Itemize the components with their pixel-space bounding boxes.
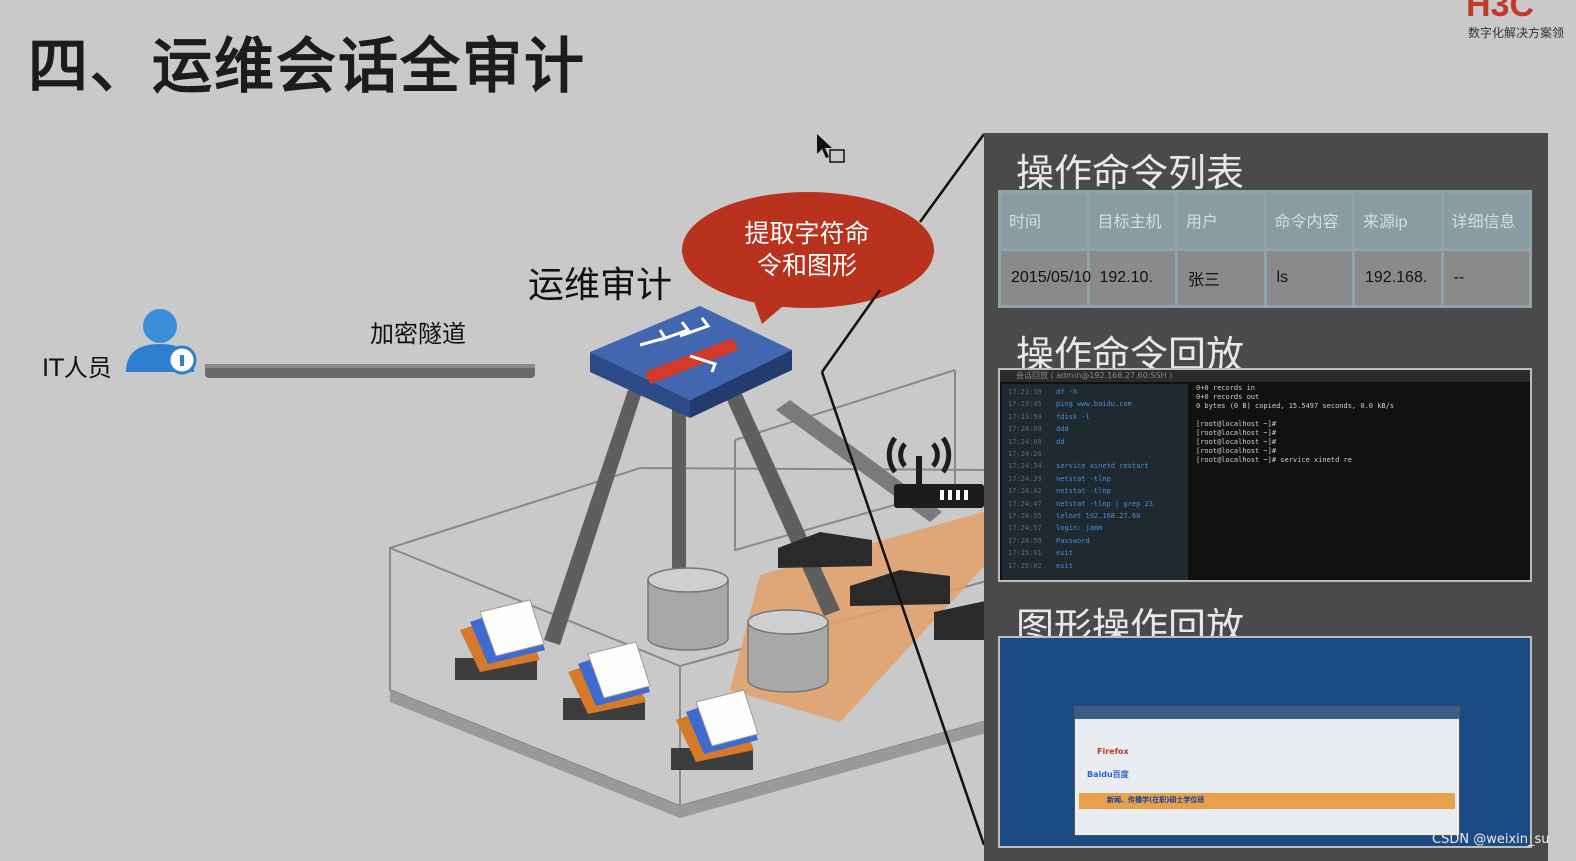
bubble-text: 提取字符命 令和图形 [700, 218, 914, 282]
command-list-table: 时间 目标主机 用户 命令内容 来源ip 详细信息 2015/05/10 192… [998, 190, 1532, 308]
history-time: 17:24:34 [1008, 462, 1056, 470]
history-time: 17:24:55 [1008, 512, 1056, 520]
history-command: df -h [1056, 388, 1077, 396]
history-time: 17:25:01 [1008, 549, 1056, 557]
cell-target-host: 192.10. [1090, 251, 1176, 306]
firefox-logo: Firefox [1097, 747, 1129, 756]
wireless-router-icon [889, 438, 984, 508]
history-time: 17:24:39 [1008, 475, 1056, 483]
cell-user: 张三 [1178, 251, 1264, 306]
table-row[interactable]: 2015/05/10 192.10. 张三 ls 192.168. -- [1001, 251, 1529, 306]
history-command: service xinetd restart [1056, 462, 1149, 470]
history-command: netstat -tlnp [1056, 475, 1111, 483]
terminal-output: 0+0 records in 0+0 records out 0 bytes (… [1196, 384, 1526, 580]
browser-titlebar [1075, 707, 1459, 719]
history-command: ddd [1056, 425, 1069, 433]
col-header-command: 命令内容 [1267, 193, 1353, 248]
col-header-source-ip: 来源ip [1355, 193, 1441, 248]
bubble-text-line2: 令和图形 [700, 250, 914, 282]
cell-source-ip: 192.168. [1355, 251, 1441, 306]
history-command: dd [1056, 438, 1064, 446]
cell-details: -- [1444, 251, 1530, 306]
terminal-playback-window: 会话回放 ( admin@192.168.27.60:SSH ) 17:23:3… [998, 368, 1532, 582]
history-command: netstat -tlnp | grep 23 [1056, 500, 1153, 508]
network-diagram [0, 0, 1000, 861]
table-header-row: 时间 目标主机 用户 命令内容 来源ip 详细信息 [1001, 193, 1529, 248]
history-time: 17:23:45 [1008, 400, 1056, 408]
history-time: 17:25:02 [1008, 562, 1056, 570]
terminal-title: 会话回放 ( admin@192.168.27.60:SSH ) [1000, 370, 1530, 382]
col-header-user: 用户 [1178, 193, 1264, 248]
history-time: 17:24:57 [1008, 524, 1056, 532]
history-command: fdisk -l [1056, 413, 1090, 421]
history-time: 17:23:59 [1008, 413, 1056, 421]
bubble-text-line1: 提取字符命 [700, 218, 914, 250]
encrypted-tunnel-label: 加密隧道 [370, 314, 466, 349]
ops-audit-label: 运维审计 [528, 256, 672, 308]
history-time: 17:24:09 [1008, 438, 1056, 446]
list-item[interactable]: 17:24:26 [1008, 450, 1186, 462]
it-person-label: IT人员 [42, 348, 112, 383]
csdn-watermark: CSDN @weixin_su [1432, 832, 1550, 847]
history-command: login: jamm [1056, 524, 1102, 532]
history-time: 17:24:26 [1008, 450, 1056, 458]
history-command: exit [1056, 549, 1073, 557]
history-time: 17:24:47 [1008, 500, 1056, 508]
history-command: exit [1056, 562, 1073, 570]
col-header-details: 详细信息 [1444, 193, 1530, 248]
history-command: ping www.baidu.com [1056, 400, 1132, 408]
brand-tagline: 数字化解决方案领 [1468, 24, 1564, 41]
mouse-cursor-icon [817, 134, 844, 162]
it-person-icon [126, 309, 195, 373]
history-time: 17:24:09 [1008, 425, 1056, 433]
history-time: 17:23:39 [1008, 388, 1056, 396]
history-command: netstat -tlnp [1056, 487, 1111, 495]
cell-command: ls [1267, 251, 1353, 306]
history-time: 17:24:42 [1008, 487, 1056, 495]
history-time: 17:24:59 [1008, 537, 1056, 545]
history-command: telnet 192.168.27.60 [1056, 512, 1140, 520]
ad-banner-text: 新闻、传播学(在职)硕士学位班 [1107, 795, 1204, 805]
col-header-target-host: 目标主机 [1090, 193, 1176, 248]
browser-screenshot: Firefox Baidu百度 新闻、传播学(在职)硕士学位班 [1074, 706, 1460, 836]
history-command: Password [1056, 537, 1090, 545]
command-list-heading: 操作命令列表 [1016, 142, 1244, 197]
graphic-playback-window: Firefox Baidu百度 新闻、传播学(在职)硕士学位班 [998, 636, 1532, 848]
cell-time: 2015/05/10 [1001, 251, 1087, 306]
col-header-time: 时间 [1001, 193, 1087, 248]
baidu-logo: Baidu百度 [1087, 769, 1129, 780]
brand-logo: H3C [1466, 0, 1534, 25]
